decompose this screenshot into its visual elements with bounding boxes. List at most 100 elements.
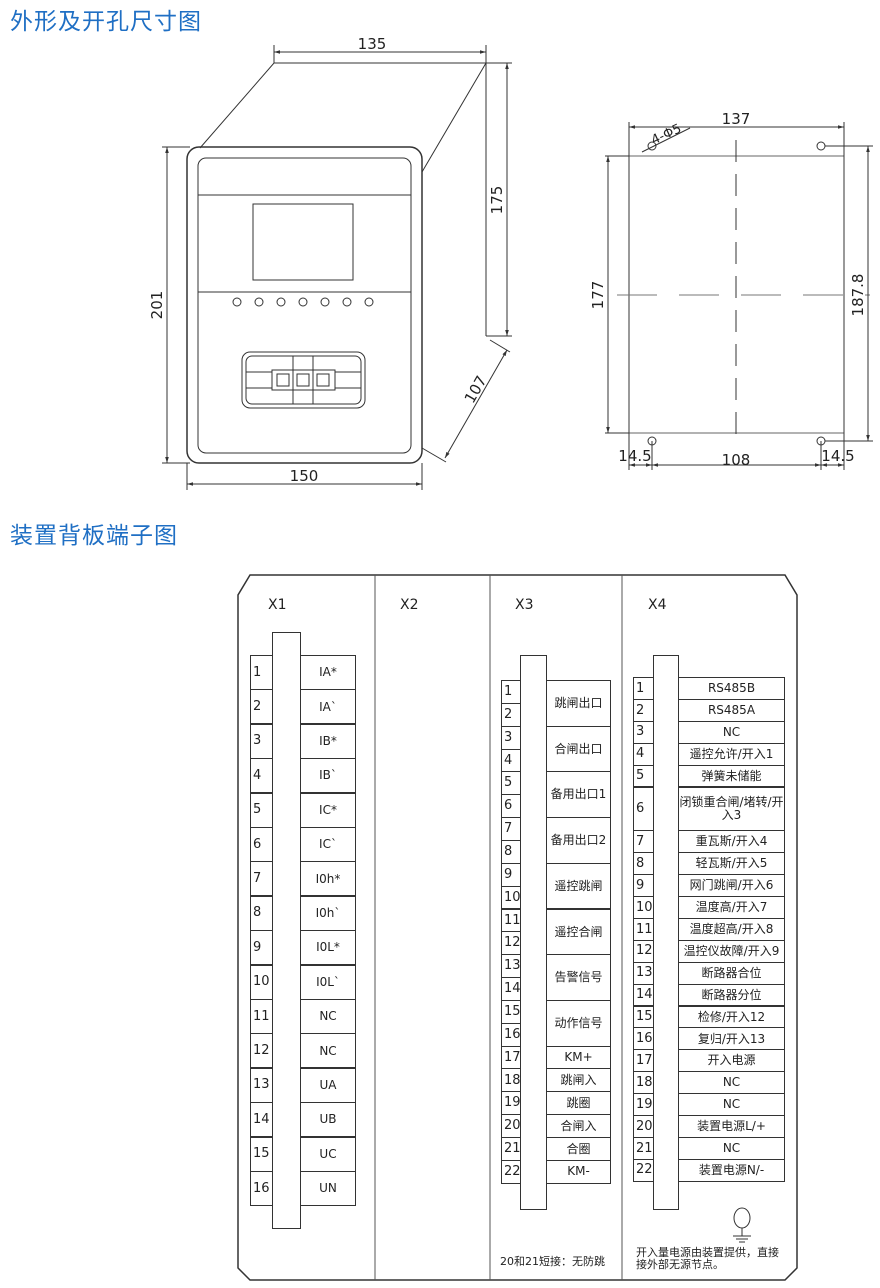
terminal-label: 温度高/开入7: [678, 896, 785, 919]
x3-header: X3: [515, 597, 534, 613]
dim-187-8: 187.8: [849, 274, 867, 317]
terminal-number: 1: [250, 655, 273, 690]
terminal-number: 1: [501, 680, 521, 704]
x4-header: X4: [648, 597, 667, 613]
terminal-label: 跳圈: [546, 1091, 611, 1116]
terminal-number: 7: [501, 817, 521, 841]
terminal-label: IB*: [300, 723, 356, 759]
terminal-number: 12: [633, 939, 654, 963]
dim-107: 107: [461, 373, 491, 407]
terminal-number: 18: [633, 1071, 654, 1095]
terminal-number: 6: [501, 794, 521, 819]
terminal-number: 2: [501, 702, 521, 727]
terminal-label: 合闸入: [546, 1114, 611, 1138]
terminal-label: UN: [300, 1171, 356, 1206]
terminal-number: 5: [501, 771, 521, 796]
terminal-label: 跳闸入: [546, 1068, 611, 1093]
terminal-number: 17: [501, 1045, 521, 1070]
terminal-label: 遥控跳闸: [546, 862, 611, 910]
terminal-label: I0h`: [300, 895, 356, 931]
terminal-label: NC: [678, 1136, 785, 1160]
x1-terminal-strip: [272, 632, 301, 1229]
terminal-number: 6: [633, 786, 654, 832]
terminal-number: 3: [250, 723, 273, 759]
terminal-label: 合圈: [546, 1137, 611, 1161]
terminal-number: 21: [633, 1136, 654, 1160]
terminal-number: 16: [501, 1022, 521, 1047]
terminal-number: 1: [633, 677, 654, 700]
terminal-label: 跳闸出口: [546, 680, 611, 727]
terminal-number: 19: [501, 1091, 521, 1116]
terminal-label: 闭锁重合闸/堵转/开入3: [678, 786, 785, 832]
terminal-number: 3: [501, 725, 521, 750]
terminal-label: RS485B: [678, 677, 785, 700]
terminal-label: UC: [300, 1136, 356, 1172]
x4-terminal-strip: [653, 655, 679, 1210]
terminal-number: 20: [501, 1114, 521, 1138]
dim-137: 137: [722, 110, 751, 128]
terminal-number: 13: [250, 1067, 273, 1103]
terminal-number: 2: [250, 689, 273, 725]
terminal-label: 装置电源N/-: [678, 1158, 785, 1182]
terminal-number: 13: [633, 961, 654, 985]
terminal-number: 16: [633, 1027, 654, 1051]
terminal-label: NC: [678, 1093, 785, 1116]
terminal-number: 4: [501, 748, 521, 773]
terminal-label: NC: [300, 1033, 356, 1069]
terminal-number: 17: [633, 1049, 654, 1073]
terminal-number: 22: [633, 1158, 654, 1182]
terminal-number: 11: [501, 908, 521, 933]
terminal-label: 告警信号: [546, 954, 611, 1001]
terminal-label: 弹簧未储能: [678, 764, 785, 788]
dim-177: 177: [589, 281, 607, 310]
terminal-number: 9: [633, 874, 654, 897]
terminal-number: 5: [633, 764, 654, 788]
terminal-label: 断路器分位: [678, 983, 785, 1007]
terminal-label: 温度超高/开入8: [678, 917, 785, 941]
terminal-number: 8: [501, 839, 521, 864]
terminal-number: 13: [501, 954, 521, 979]
panel-cutout-drawing: 137 4-Φ5 177 187.8 14.5 108 14.5: [589, 110, 873, 470]
terminal-label: 网门跳闸/开入6: [678, 874, 785, 897]
terminal-label: 遥控允许/开入1: [678, 742, 785, 766]
terminal-number: 8: [633, 852, 654, 876]
x2-header: X2: [400, 597, 419, 613]
terminal-label: KM-: [546, 1159, 611, 1184]
device-outline-drawing: 135 175 201 150 107: [148, 35, 512, 490]
terminal-label: 合闸出口: [546, 725, 611, 773]
terminal-label: IA*: [300, 655, 356, 690]
terminal-label: NC: [678, 720, 785, 744]
dim-108: 108: [722, 451, 751, 469]
terminal-number: 10: [633, 896, 654, 919]
terminal-label: 温控仪故障/开入9: [678, 939, 785, 963]
terminal-label: KM+: [546, 1045, 611, 1070]
terminal-label: I0L*: [300, 930, 356, 966]
dimension-drawings: 135 175 201 150 107 137 4-Φ5: [148, 35, 873, 490]
terminal-label: 复归/开入13: [678, 1027, 785, 1051]
x3-note: 20和21短接：无防跳: [500, 1255, 605, 1268]
terminal-number: 15: [250, 1136, 273, 1172]
terminal-label: IC*: [300, 792, 356, 828]
terminal-label: NC: [678, 1071, 785, 1095]
terminal-label: 装置电源L/+: [678, 1115, 785, 1138]
terminal-label: I0L`: [300, 964, 356, 1000]
terminal-label: UA: [300, 1067, 356, 1103]
x3-terminal-strip: [520, 655, 547, 1210]
terminal-label: 轻瓦斯/开入5: [678, 852, 785, 876]
terminal-label: RS485A: [678, 698, 785, 722]
terminal-number: 12: [250, 1033, 273, 1069]
x4-note-line2: 接外部无源节点。: [636, 1258, 724, 1271]
terminal-number: 11: [633, 917, 654, 941]
terminal-number: 10: [250, 964, 273, 1000]
terminal-label: IC`: [300, 827, 356, 862]
dim-175: 175: [488, 186, 506, 215]
terminal-number: 12: [501, 931, 521, 956]
terminal-label: 动作信号: [546, 999, 611, 1047]
terminal-label: I0h*: [300, 861, 356, 897]
x4-note-line1: 开入量电源由装置提供，直接: [636, 1246, 779, 1259]
x1-header: X1: [268, 597, 287, 613]
terminal-number: 9: [250, 930, 273, 966]
dimensions-title: 外形及开孔尺寸图: [10, 9, 202, 35]
dim-14-5-left: 14.5: [618, 447, 651, 465]
dim-201: 201: [148, 291, 166, 320]
